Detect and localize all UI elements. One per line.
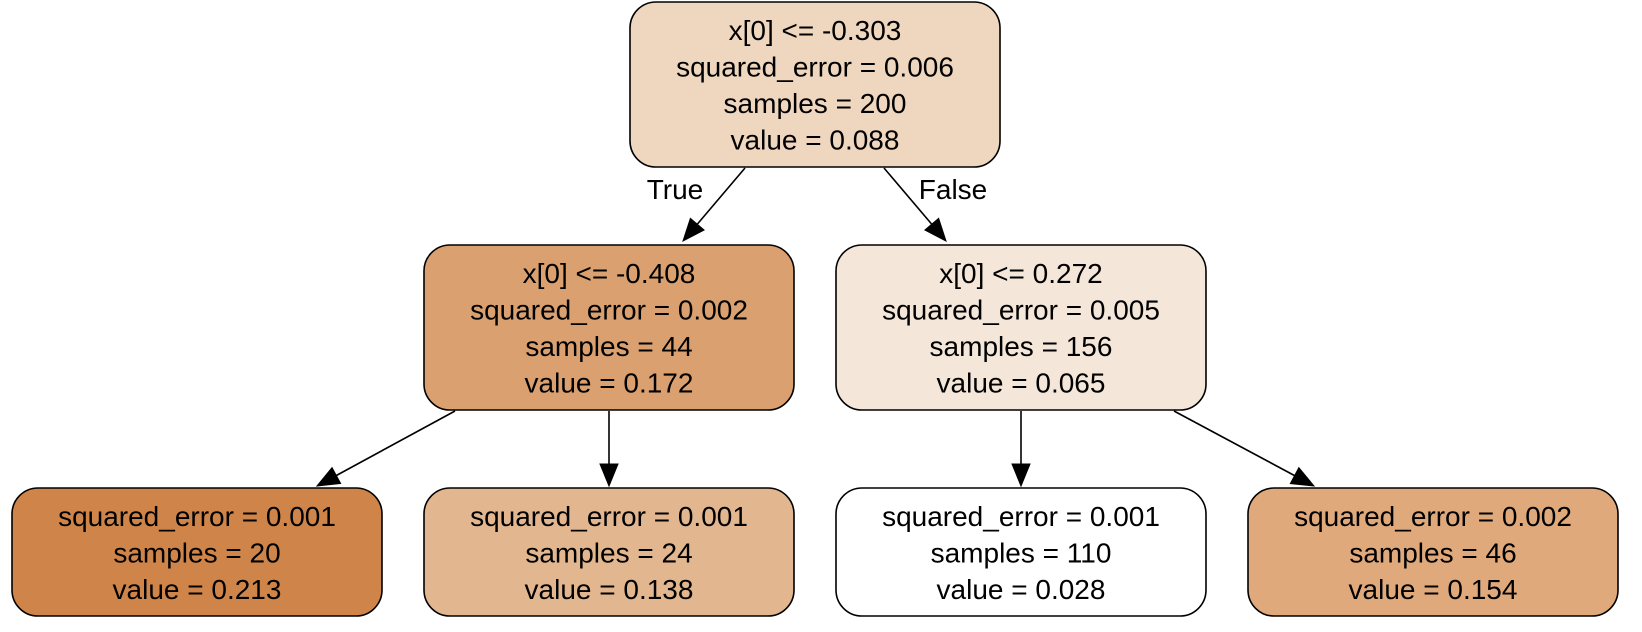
- leaf-node: squared_error = 0.001 samples = 20 value =…: [11, 487, 383, 617]
- arrowhead: [599, 463, 619, 488]
- tree-edge: [1011, 411, 1031, 488]
- arrowhead: [1011, 463, 1031, 488]
- nodes-layer: x[0] <= -0.303 squared_error = 0.006 sampl…: [11, 1, 1619, 617]
- node-text-line: squared_error = 0.001: [882, 501, 1160, 532]
- split-node: x[0] <= -0.303 squared_error = 0.006 sampl…: [629, 1, 1001, 168]
- node-text-line: value = 0.028: [937, 574, 1106, 605]
- node-text-line: value = 0.172: [525, 368, 694, 399]
- node-text-line: value = 0.154: [1349, 574, 1518, 605]
- node-text-line: x[0] <= -0.408: [523, 258, 696, 289]
- node-box: [1247, 487, 1619, 617]
- node-text-line: x[0] <= -0.303: [729, 15, 902, 46]
- edge-line: [883, 167, 933, 225]
- tree-edge: [599, 411, 619, 488]
- node-text-line: samples = 156: [930, 331, 1113, 362]
- node-text-line: squared_error = 0.005: [882, 295, 1160, 326]
- split-node: x[0] <= 0.272 squared_error = 0.005 sample…: [835, 244, 1207, 411]
- tree-edge: [315, 410, 456, 487]
- leaf-node: squared_error = 0.002 samples = 46 value =…: [1247, 487, 1619, 617]
- node-text-line: value = 0.065: [937, 368, 1106, 399]
- node-box: [629, 1, 1001, 168]
- node-text-line: samples = 44: [525, 331, 692, 362]
- edge-line: [1173, 410, 1295, 477]
- node-text-line: squared_error = 0.002: [1294, 501, 1572, 532]
- node-text-line: samples = 110: [931, 538, 1112, 569]
- node-text-line: squared_error = 0.001: [58, 501, 336, 532]
- node-text-line: x[0] <= 0.272: [939, 258, 1102, 289]
- node-box: [11, 487, 383, 617]
- arrowhead: [315, 466, 342, 487]
- arrowhead: [1289, 466, 1316, 487]
- node-text-line: samples = 20: [113, 538, 280, 569]
- split-node: x[0] <= -0.408 squared_error = 0.002 sampl…: [423, 244, 795, 411]
- node-text-line: value = 0.088: [731, 125, 900, 156]
- tree-edge: [1173, 410, 1316, 487]
- arrowhead: [924, 217, 947, 243]
- leaf-node: squared_error = 0.001 samples = 24 value =…: [423, 487, 795, 617]
- node-text-line: squared_error = 0.001: [470, 501, 748, 532]
- edge-label-false: False: [919, 174, 987, 205]
- tree-edge: True: [647, 167, 746, 243]
- node-text-line: value = 0.213: [113, 574, 282, 605]
- node-text-line: samples = 24: [525, 538, 692, 569]
- edge-line: [335, 410, 456, 477]
- edge-line: [696, 167, 746, 225]
- edges-layer: True False: [315, 167, 1316, 488]
- node-text-line: samples = 200: [724, 88, 907, 119]
- tree-edge: False: [883, 167, 987, 243]
- node-box: [423, 244, 795, 411]
- node-text-line: samples = 46: [1349, 538, 1516, 569]
- edge-label-true: True: [647, 174, 704, 205]
- leaf-node: squared_error = 0.001 samples = 110 value …: [835, 487, 1207, 617]
- node-text-line: squared_error = 0.006: [676, 52, 954, 83]
- node-box: [423, 487, 795, 617]
- node-box: [835, 244, 1207, 411]
- node-text-line: squared_error = 0.002: [470, 295, 748, 326]
- node-box: [835, 487, 1207, 617]
- arrowhead: [682, 217, 705, 243]
- node-text-line: value = 0.138: [525, 574, 694, 605]
